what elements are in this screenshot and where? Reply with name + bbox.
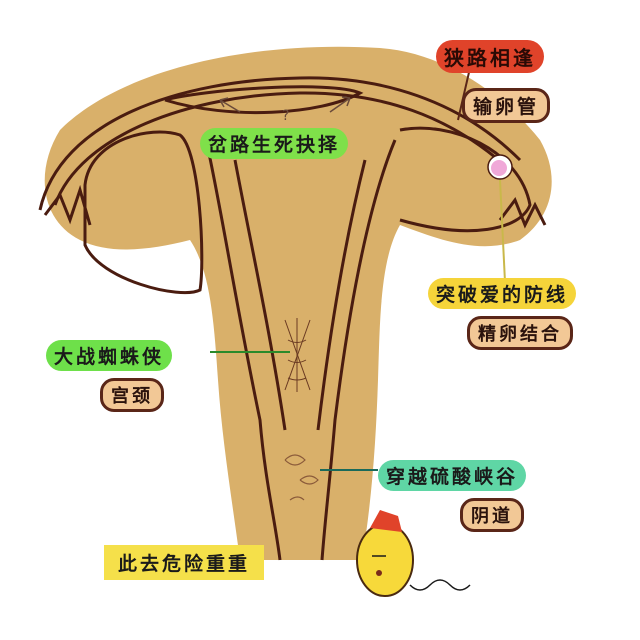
arrow-up-left-icon	[219, 97, 241, 113]
question-mark-icon: ?	[282, 108, 289, 124]
organ-silhouette	[44, 46, 552, 560]
label-fertilization: 精卵结合	[467, 316, 573, 350]
label-fork-choice: 岔路生死抉择	[200, 128, 349, 159]
label-spider-battle: 大战蜘蛛侠	[46, 340, 173, 371]
label-vagina: 阴道	[460, 498, 524, 532]
label-narrow-road: 狭路相逢	[436, 40, 544, 73]
label-break-defense: 突破爱的防线	[428, 278, 577, 309]
label-cervix: 宫颈	[100, 378, 164, 412]
arrow-up-right-icon	[329, 96, 351, 113]
sperm-character-icon	[356, 510, 471, 597]
label-acid-canyon: 穿越硫酸峡谷	[378, 460, 527, 491]
swirl-icon	[284, 454, 319, 501]
label-fallopian-tube: 输卵管	[462, 88, 551, 123]
danger-banner: 此去危险重重	[104, 545, 265, 580]
spider-web-icon	[284, 318, 311, 392]
